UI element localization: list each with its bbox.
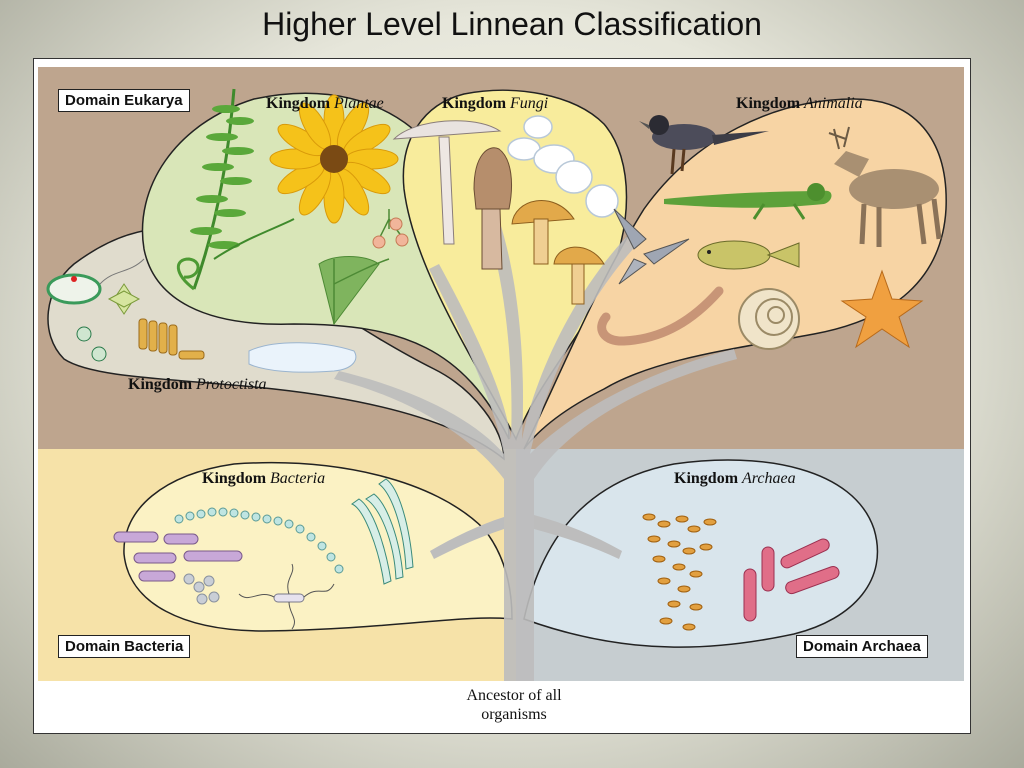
moth-icon — [613, 208, 690, 285]
kingdom-label-bacteria: Kingdom Bacteria — [202, 470, 326, 487]
starfish-icon — [840, 269, 924, 349]
protist-cell-icon — [46, 258, 145, 305]
diatom-icon — [107, 283, 141, 315]
cyanobacteria-icon — [350, 478, 414, 585]
fern-icon — [176, 88, 295, 291]
tree-diagram — [38, 67, 964, 681]
berries-icon — [372, 209, 409, 249]
golden-mushroom-icon — [511, 200, 605, 305]
archaea-leaf — [523, 459, 879, 648]
root-label-line1: Ancestor of all — [466, 687, 562, 704]
fish-icon — [697, 240, 800, 270]
flagellated-bacterium-icon — [238, 563, 335, 630]
rod-bacteria-icon — [113, 531, 243, 582]
root-label: Ancestor of all organisms — [414, 686, 614, 724]
branch-archaea — [534, 515, 622, 559]
deer-icon — [828, 126, 942, 247]
snail-shell-icon — [738, 288, 800, 350]
filament-bacteria-icon — [174, 507, 344, 574]
ginkgo-leaf-icon — [318, 256, 390, 326]
archaea-cluster-icon — [642, 513, 717, 631]
green-protist-icon — [76, 326, 107, 362]
kingdom-label-plantae: Kingdom Plantae — [266, 95, 384, 112]
domain-label-archaea: Domain Archaea — [796, 635, 928, 658]
sunflower-icon — [269, 94, 399, 224]
bird-icon — [639, 115, 769, 175]
branch-bacteria — [430, 517, 504, 559]
algae-chain-icon — [138, 318, 205, 360]
root-label-line2: organisms — [481, 706, 547, 723]
domain-label-bacteria: Domain Bacteria — [58, 635, 191, 658]
coccus-bacteria-icon — [183, 573, 220, 605]
page-title: Higher Level Linnean Classification — [262, 6, 762, 42]
amoeba-icon — [248, 342, 357, 373]
tree-of-life-figure: Domain Eukarya Domain Bacteria Domain Ar… — [33, 58, 971, 734]
mushroom-icon — [392, 120, 502, 245]
kingdom-label-fungi: Kingdom Fungi — [442, 95, 549, 112]
domain-label-eukarya: Domain Eukarya — [58, 89, 190, 112]
kingdom-label-archaea: Kingdom Archaea — [674, 470, 796, 487]
kingdom-label-protoctista: Kingdom Protoctista — [128, 376, 267, 393]
worm-icon — [597, 286, 724, 346]
lizard-icon — [664, 183, 832, 220]
yeast-cells-icon — [507, 115, 619, 218]
morel-icon — [473, 147, 513, 270]
kingdom-label-animalia: Kingdom Animalia — [736, 95, 863, 112]
archaea-rod-icon — [743, 538, 840, 622]
